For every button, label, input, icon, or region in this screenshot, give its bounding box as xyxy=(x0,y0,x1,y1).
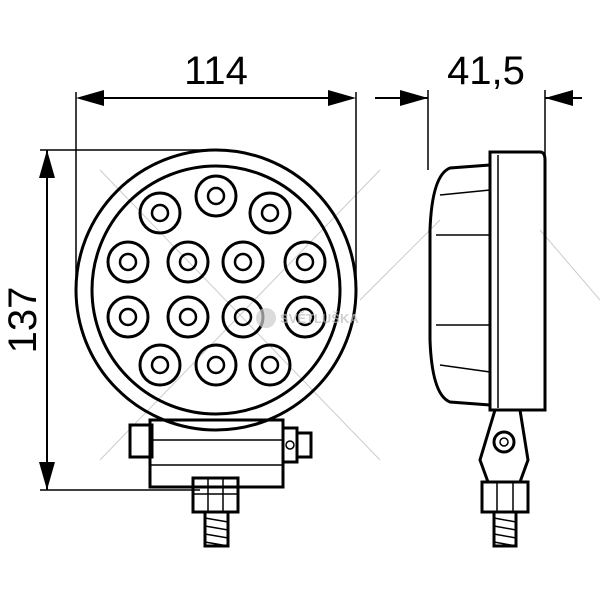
led-icon xyxy=(166,295,210,339)
led-icon xyxy=(194,343,238,387)
dimension-depth: 41,5 xyxy=(375,49,582,170)
front-view xyxy=(74,148,358,548)
led-icon xyxy=(295,252,315,272)
led-icon xyxy=(295,307,315,327)
led-icon xyxy=(206,355,226,375)
watermark-logo: SVĚTLUŠKA xyxy=(256,308,359,328)
led-icon xyxy=(194,174,238,218)
dimension-width: 114 xyxy=(75,49,357,290)
led-icon xyxy=(260,203,280,223)
led-icon xyxy=(233,307,253,327)
svg-text:SVĚTLUŠKA: SVĚTLUŠKA xyxy=(280,311,359,326)
led-icon xyxy=(150,203,170,223)
led-icon xyxy=(260,355,280,375)
dimension-depth-label: 41,5 xyxy=(447,49,525,93)
side-view xyxy=(428,150,547,548)
led-icon xyxy=(221,240,265,284)
led-icon xyxy=(206,186,226,206)
led-icon xyxy=(178,307,198,327)
led-icon xyxy=(106,295,150,339)
led-icon xyxy=(283,295,327,339)
led-icon xyxy=(283,240,327,284)
led-icon xyxy=(166,240,210,284)
led-icon xyxy=(233,252,253,272)
led-icon xyxy=(150,355,170,375)
dimension-height-label: 137 xyxy=(1,287,45,354)
dimension-width-label: 114 xyxy=(184,49,248,93)
led-icon xyxy=(118,252,138,272)
led-icon xyxy=(178,252,198,272)
led-array xyxy=(106,174,327,387)
led-icon xyxy=(118,307,138,327)
led-icon xyxy=(248,343,292,387)
led-icon xyxy=(138,191,182,235)
dimension-height: 137 xyxy=(1,149,216,491)
led-icon xyxy=(248,191,292,235)
led-icon xyxy=(106,240,150,284)
led-icon xyxy=(138,343,182,387)
